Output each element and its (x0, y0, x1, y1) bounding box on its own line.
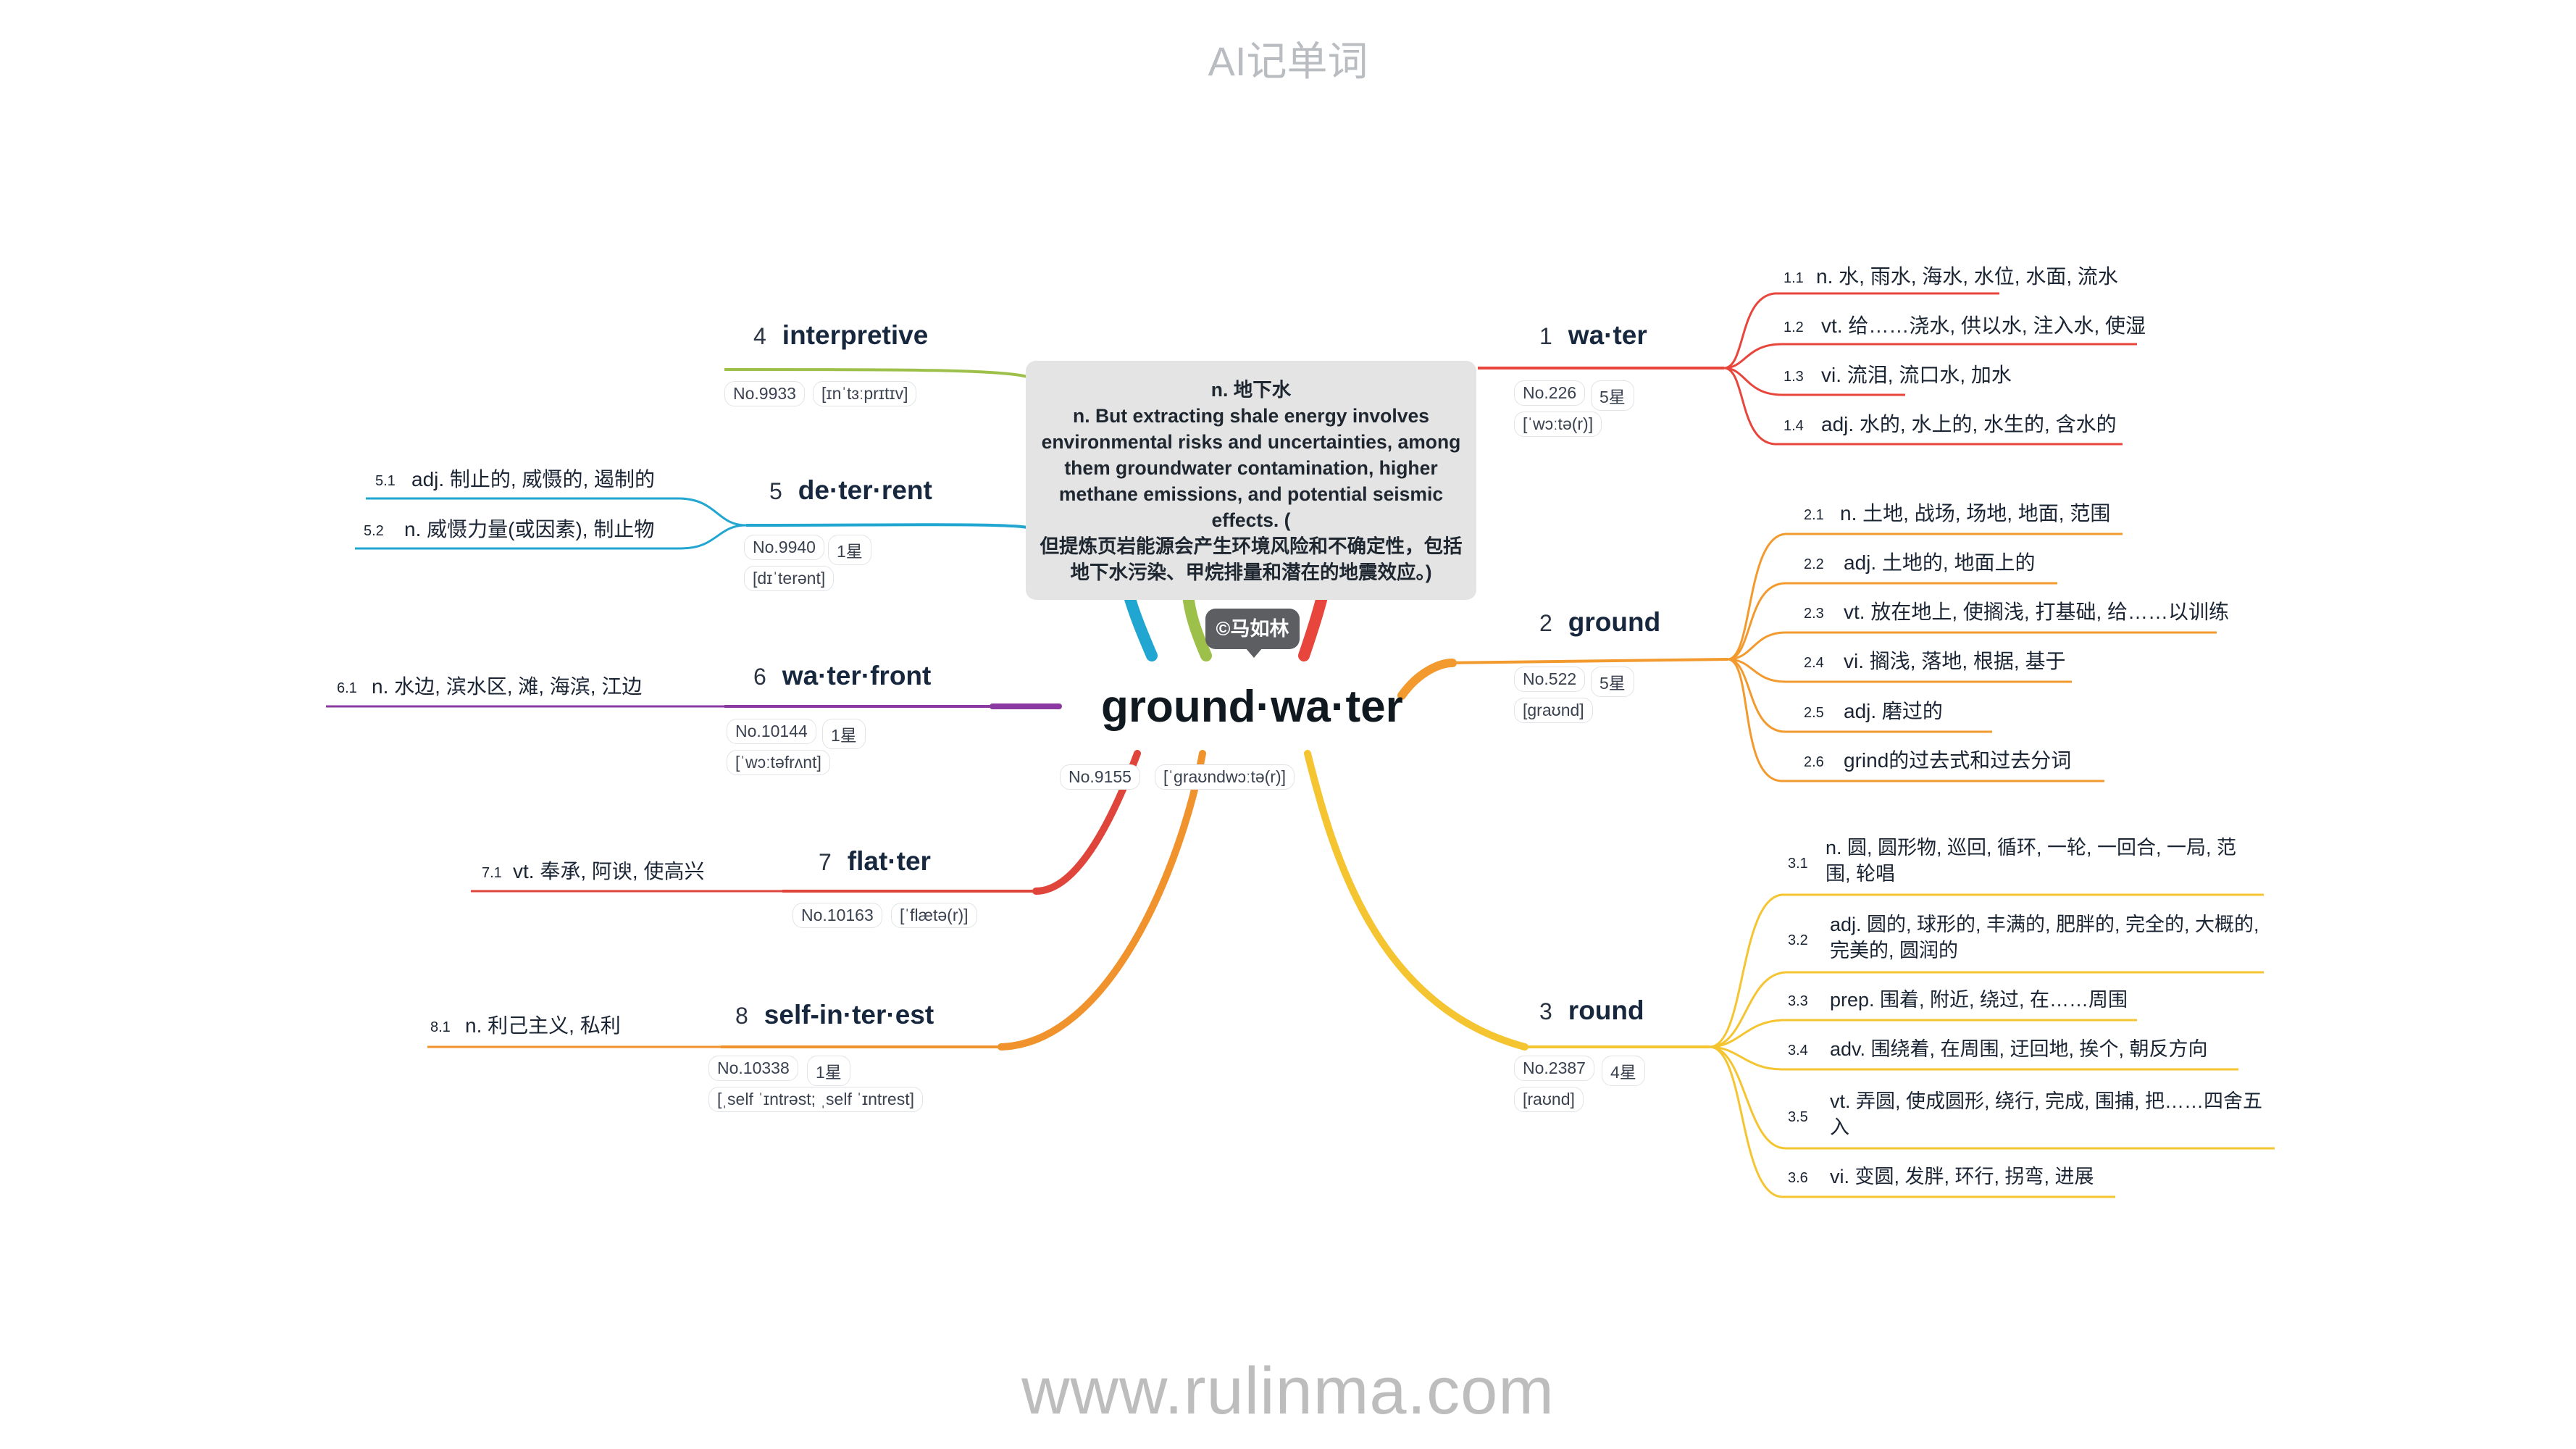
phonetic-interpretive: [ɪnˈtɜːprɪtɪv] (813, 381, 917, 406)
trunk-ground (1397, 659, 1457, 700)
underline-deterrent (745, 523, 1028, 529)
page-title: AI记单词 (1208, 38, 1368, 84)
center-rank: No.9155 (1060, 764, 1140, 790)
link-1-2 (1723, 343, 2137, 369)
branch-round[interactable]: 3 round (1539, 995, 1644, 1026)
link-3-6 (1709, 1045, 2115, 1198)
links-water (1723, 292, 2137, 446)
branch-word: wa·ter·front (782, 661, 932, 690)
rank-waterfront: No.10144 (727, 719, 816, 744)
rank-deterrent: No.9940 (744, 535, 824, 560)
link-2-2 (1727, 582, 2057, 661)
underline-interpretive (724, 368, 1028, 378)
branch-number: 2 (1539, 610, 1552, 636)
rank-flatter: No.10163 (793, 903, 882, 928)
branch-deterrent[interactable]: 5 de·ter·rent (769, 475, 932, 506)
link-3-1 (1709, 893, 2264, 1048)
branch-word: de·ter·rent (798, 475, 932, 505)
trunk-round (1304, 750, 1529, 1051)
center-phonetic: [ˈɡraʊndwɔːtə(r)] (1155, 764, 1295, 790)
branch-number: 3 (1539, 998, 1552, 1024)
branch-flatter[interactable]: 7 flat·ter (819, 846, 931, 877)
links-deterrent (355, 497, 747, 550)
branch-number: 8 (735, 1003, 748, 1029)
center-word[interactable]: ground·wa·ter (1101, 682, 1403, 732)
stars-round: 4星 (1602, 1056, 1645, 1086)
underline-ground (1444, 658, 1728, 664)
branch-waterfront[interactable]: 6 wa·ter·front (753, 661, 931, 691)
branch-water[interactable]: 1 wa·ter (1539, 320, 1647, 351)
phonetic-water: [ˈwɔːtə(r)] (1514, 412, 1602, 437)
branch-number: 7 (819, 849, 832, 875)
branch-number: 1 (1539, 323, 1552, 349)
note-meaning: n. 地下水 (1210, 379, 1292, 401)
branch-self-interest[interactable]: 8 self-in·ter·est (735, 1000, 934, 1030)
phonetic-ground: [ɡraʊnd] (1514, 698, 1593, 723)
link-5-2 (355, 524, 747, 550)
phonetic-round: [raʊnd] (1514, 1087, 1584, 1112)
link-5-1 (366, 497, 747, 527)
branch-word: self-in·ter·est (764, 1000, 934, 1030)
trunk-selfinterest (998, 750, 1206, 1051)
link-1-3 (1723, 367, 1905, 396)
phonetic-waterfront: [ˈwɔːtəfrʌnt] (727, 750, 830, 775)
branch-number: 4 (753, 323, 766, 349)
trunk-deterrent (1123, 588, 1158, 661)
note-example-cn: 但提炼页岩能源会产生环境风险和不确定性，包括地下水污染、甲烷排量和潜在的地震效应… (1040, 535, 1463, 583)
link-2-4 (1727, 658, 2072, 683)
phonetic-flatter: [ˈflætə(r)] (891, 903, 977, 928)
phonetic-self-interest: [ˌself ˈɪntrəst; ˌself ˈɪntrest] (708, 1087, 923, 1112)
link-3-4 (1709, 1045, 2238, 1071)
branch-number: 6 (753, 664, 766, 690)
link-2-6 (1727, 658, 2104, 782)
branch-word: round (1568, 995, 1644, 1025)
links-ground (1727, 533, 2217, 782)
branch-interpretive[interactable]: 4 interpretive (753, 320, 928, 351)
note-example-en: n. But extracting shale energy involves … (1041, 405, 1461, 531)
link-3-3 (1709, 1019, 2137, 1048)
link-2-1 (1727, 533, 2123, 661)
links-round (1709, 893, 2275, 1198)
rank-water: No.226 (1514, 380, 1586, 406)
branch-word: ground (1568, 607, 1661, 637)
site-url: www.rulinma.com (1021, 1354, 1555, 1428)
branch-word: interpretive (782, 320, 929, 350)
stars-waterfront: 1星 (822, 719, 866, 749)
rank-self-interest: No.10338 (708, 1056, 798, 1081)
rank-interpretive: No.9933 (724, 381, 805, 406)
link-1-4 (1723, 367, 2123, 446)
branch-word: flat·ter (847, 846, 931, 876)
branch-word: wa·ter (1568, 320, 1647, 350)
stars-deterrent: 1星 (828, 535, 871, 565)
example-note: n. 地下水 n. But extracting shale energy in… (1026, 361, 1476, 600)
badge-pointer (1245, 648, 1263, 658)
rank-ground: No.522 (1514, 667, 1586, 692)
trunk-interpretive (1182, 588, 1212, 661)
link-3-5 (1709, 1045, 2275, 1150)
stars-ground: 5星 (1591, 667, 1634, 697)
rank-round: No.2387 (1514, 1056, 1594, 1081)
copyright-badge: ©马如林 (1205, 609, 1300, 649)
trunk-water (1298, 588, 1329, 661)
link-2-3 (1727, 631, 2217, 661)
stars-water: 5星 (1591, 380, 1634, 411)
phonetic-deterrent: [dɪˈterənt] (744, 566, 835, 591)
branch-number: 5 (769, 478, 782, 504)
branch-ground[interactable]: 2 ground (1539, 607, 1660, 638)
link-1-1 (1723, 292, 1999, 369)
stars-self-interest: 1星 (807, 1056, 850, 1086)
link-3-2 (1709, 971, 2264, 1048)
link-2-5 (1727, 658, 1992, 733)
